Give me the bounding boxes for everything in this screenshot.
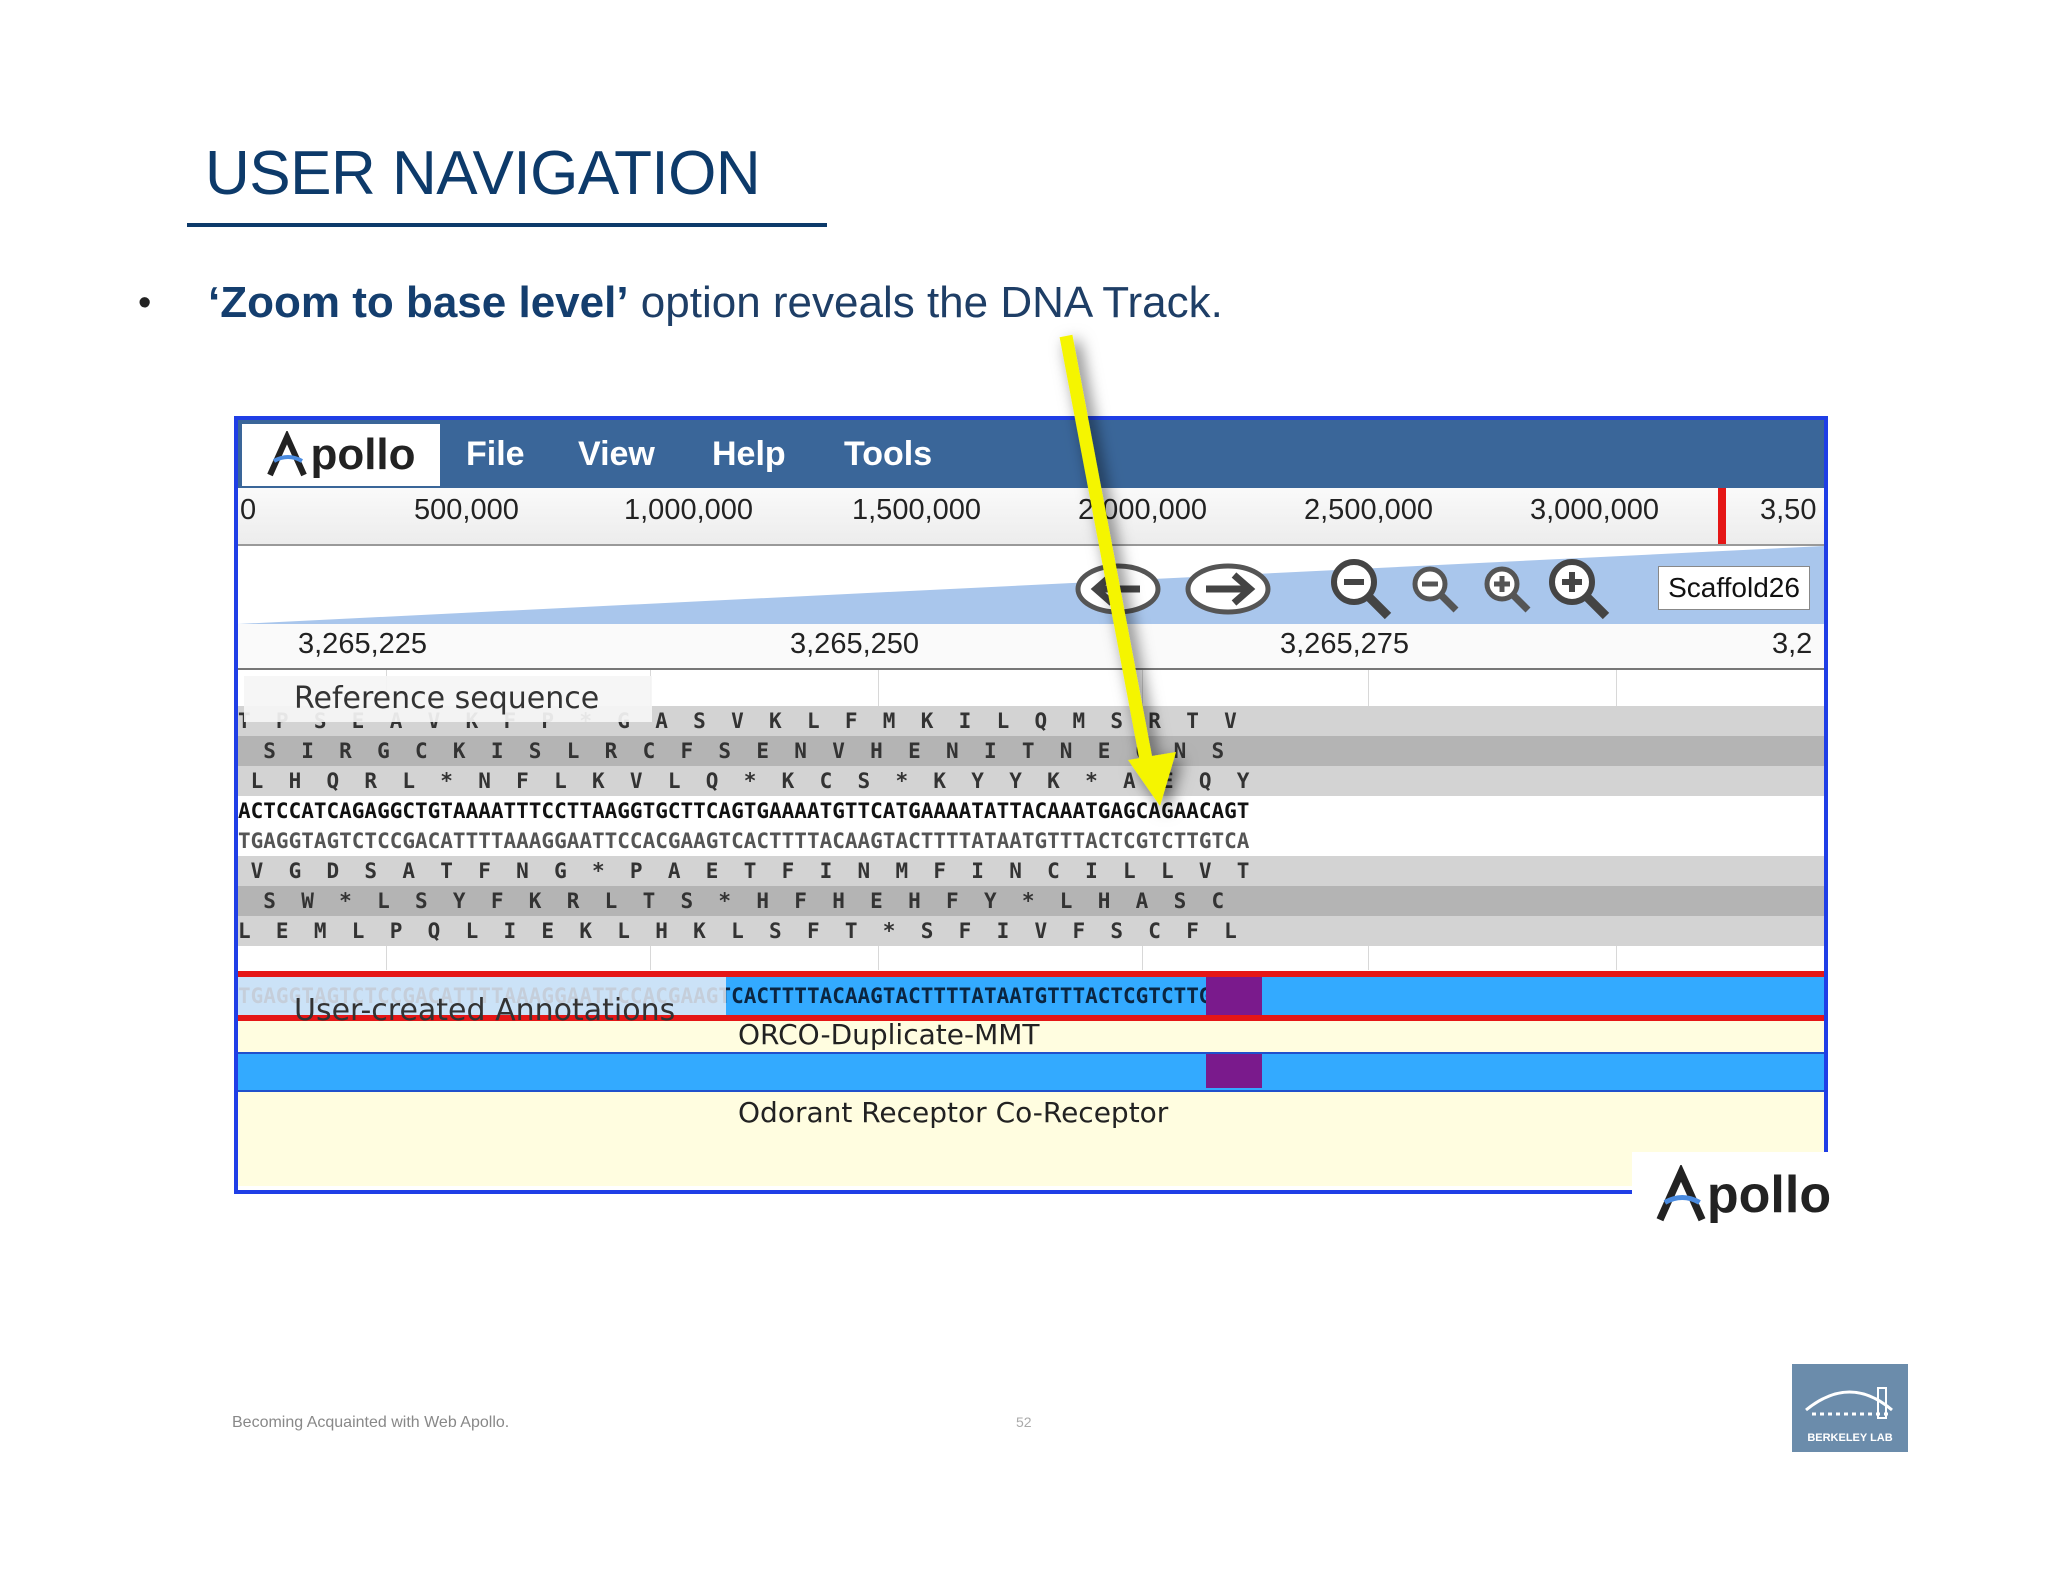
dna-forward-strand: ACTCCATCAGAGGCTGTAAAATTTCCTTAAGGTGCTTCAG…	[238, 796, 1824, 826]
detail-tick: 3,265,275	[1280, 628, 1410, 660]
annotation-bottom-border	[238, 1015, 1824, 1021]
menu-tools[interactable]: Tools	[844, 435, 933, 473]
overview-tick: 3,000,000	[1530, 494, 1660, 526]
dna-reverse-strand: TGAGGTAGTCTCCGACATTTTAAAGGAATTCCACGAAGTC…	[238, 826, 1824, 856]
frame-row-forward-2: S I R G C K I S L R C F S E N V H E N I …	[238, 736, 1824, 766]
reference-track-label[interactable]: Reference sequence	[244, 676, 652, 722]
bullet-icon: •	[138, 282, 152, 324]
overview-tick: 2,000,000	[1078, 494, 1208, 526]
overview-tick: 1,500,000	[852, 494, 982, 526]
apollo-a-icon	[267, 431, 308, 477]
apollo-brand-text: pollo	[1706, 1166, 1832, 1224]
menu-view[interactable]: View	[578, 435, 655, 473]
pan-left-icon[interactable]	[1074, 562, 1162, 616]
detail-tick: 3,265,225	[298, 628, 428, 660]
menu-help[interactable]: Help	[712, 435, 786, 473]
overview-tick: 500,000	[414, 494, 519, 526]
title-underline	[187, 223, 827, 227]
zoom-out-large-icon[interactable]	[1328, 556, 1394, 622]
berkeley-lab-text: BERKELEY LAB	[1807, 1432, 1893, 1444]
apollo-brand-logo: pollo	[1632, 1152, 1854, 1238]
frame-row-forward-3: L H Q R L * N F L K V L Q * K C S * K Y …	[238, 766, 1824, 796]
pan-right-icon[interactable]	[1184, 562, 1272, 616]
start-codon-highlight[interactable]	[1206, 977, 1262, 1015]
apollo-a-icon	[1656, 1165, 1706, 1222]
zoom-in-icon[interactable]	[1482, 564, 1532, 614]
annotation-label-backdrop	[238, 977, 726, 1015]
user-annotations-track[interactable]	[238, 1021, 1824, 1186]
overview-tick: 2,500,000	[1304, 494, 1434, 526]
menu-file[interactable]: File	[466, 435, 525, 473]
gene-feature-bar[interactable]	[238, 1052, 1824, 1092]
apollo-logo-text: pollo	[310, 430, 416, 479]
location-box[interactable]: Scaffold26	[1658, 566, 1810, 610]
frame-row-reverse-2: S W * L S Y F K R L T S * H F H E H F Y …	[238, 886, 1824, 916]
current-location-marker[interactable]	[1718, 488, 1726, 544]
overview-tick: 0	[240, 494, 257, 526]
apollo-window: pollo File View Help Tools 0 500,000 1,0…	[234, 416, 1828, 1194]
overview-tick: 3,50	[1760, 494, 1817, 526]
bullet-rest-text: option reveals the DNA Track.	[628, 278, 1223, 327]
bullet-text: ‘Zoom to base level’ option reveals the …	[208, 278, 1223, 328]
detail-tick: 3,2	[1772, 628, 1813, 660]
zoom-out-icon[interactable]	[1410, 564, 1460, 614]
detail-ruler: 3,265,225 3,265,250 3,265,275 3,2	[238, 624, 1824, 670]
slide-title: USER NAVIGATION	[205, 139, 761, 208]
apollo-logo[interactable]: pollo	[242, 424, 440, 486]
slide-footer: Becoming Acquainted with Web Apollo.	[232, 1414, 510, 1431]
menu-bar: pollo File View Help Tools	[238, 420, 1824, 488]
frame-row-reverse-1: V G D S A T F N G * P A E T F I N M F I …	[238, 856, 1824, 886]
gene-start-codon-highlight[interactable]	[1206, 1054, 1262, 1088]
frame-row-reverse-3: L E M L P Q L I E K L H K L S F T * S F …	[238, 916, 1824, 946]
page-number: 52	[1016, 1414, 1032, 1430]
bullet-bold-text: ‘Zoom to base level’	[208, 278, 629, 327]
annotation-top-border	[238, 971, 1824, 977]
detail-tick: 3,265,250	[790, 628, 920, 660]
zoom-wedge	[238, 546, 1824, 624]
gene-name-label: Odorant Receptor Co-Receptor	[738, 1096, 1169, 1129]
berkeley-building-icon	[1805, 1387, 1893, 1419]
zoom-in-large-icon[interactable]	[1546, 556, 1612, 622]
berkeley-lab-logo: BERKELEY LAB	[1792, 1364, 1908, 1452]
overview-ruler[interactable]: 0 500,000 1,000,000 1,500,000 2,000,000 …	[238, 488, 1824, 546]
annotation-name-label: ORCO-Duplicate-MMT	[738, 1018, 1040, 1051]
overview-tick: 1,000,000	[624, 494, 754, 526]
